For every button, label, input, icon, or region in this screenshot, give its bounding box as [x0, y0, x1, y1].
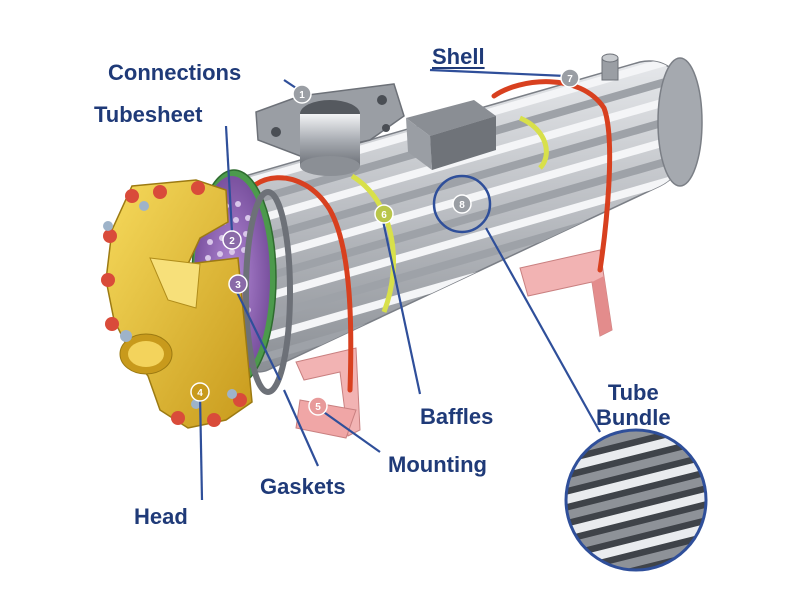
- label-gaskets: Gaskets: [260, 474, 346, 499]
- head-bolts: [101, 181, 247, 427]
- label-mounting: Mounting: [388, 452, 487, 477]
- label-connections: Connections: [108, 60, 242, 85]
- svg-text:6: 6: [381, 210, 387, 221]
- label-tube-bundle-line1: Tube: [607, 380, 659, 405]
- tube-bundle-inset: [564, 428, 708, 572]
- callout-markers: 1 2 3 4 5 6 7 8: [190, 68, 580, 416]
- zoom-marker: [432, 174, 492, 234]
- label-head: Head: [134, 504, 188, 529]
- label-shell: Shell: [432, 44, 485, 69]
- callout-2: 2: [222, 230, 242, 250]
- label-tube-bundle: Tube Bundle: [596, 380, 671, 431]
- head: [101, 179, 253, 429]
- svg-text:3: 3: [235, 280, 241, 291]
- callout-8: 8: [452, 194, 472, 214]
- top-port-box: [406, 100, 496, 170]
- callout-3: 3: [228, 274, 248, 294]
- support-bands: [235, 79, 613, 393]
- svg-text:5: 5: [315, 402, 321, 413]
- svg-text:2: 2: [229, 236, 235, 247]
- label-baffles: Baffles: [420, 404, 494, 429]
- callout-6: 6: [374, 204, 394, 224]
- svg-text:8: 8: [459, 200, 465, 211]
- callout-5: 5: [308, 396, 328, 416]
- baffles: [350, 115, 549, 313]
- mounting-saddle-rear: [519, 249, 613, 337]
- callout-1: 1: [292, 84, 312, 104]
- rear-nozzle: [601, 53, 619, 81]
- svg-text:7: 7: [567, 74, 573, 85]
- label-tube-bundle-line2: Bundle: [596, 405, 671, 431]
- connection-flange: [255, 83, 405, 176]
- label-tubesheet: Tubesheet: [94, 102, 203, 127]
- callout-7: 7: [560, 68, 580, 88]
- svg-text:4: 4: [197, 388, 203, 399]
- svg-text:1: 1: [299, 90, 305, 101]
- callout-4: 4: [190, 382, 210, 402]
- leader-lines: [198, 68, 601, 501]
- gasket: [243, 189, 293, 395]
